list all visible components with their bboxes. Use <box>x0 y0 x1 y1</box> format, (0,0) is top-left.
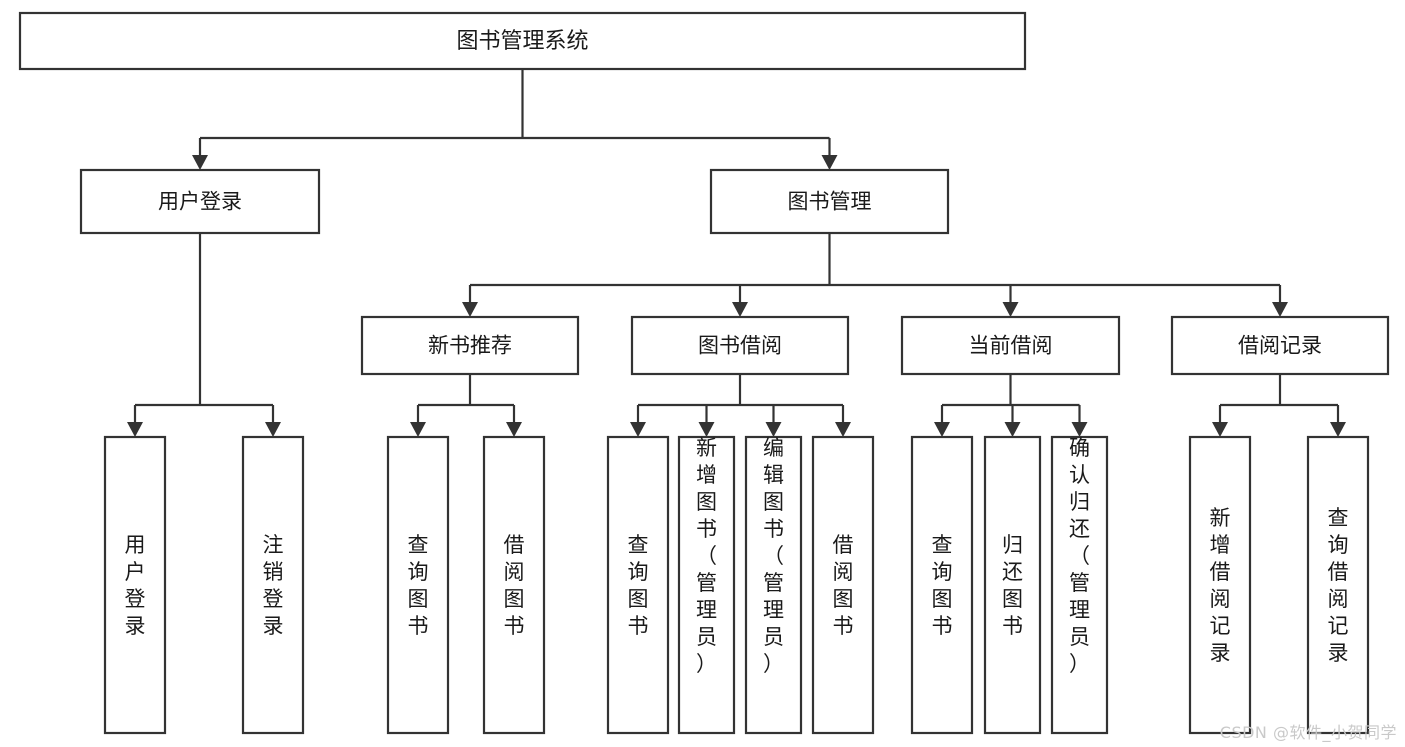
node-l4-c4[interactable]: 借阅图书 <box>811 435 875 735</box>
node-label: 借阅记录 <box>1238 334 1322 358</box>
node-l4-d3[interactable]: 确认归还（管理员） <box>1050 435 1109 735</box>
edge-group-l2-book-mgmt <box>462 233 1288 317</box>
node-box <box>900 315 1121 376</box>
arrowhead <box>934 422 950 437</box>
arrowhead <box>630 422 646 437</box>
node-box <box>1306 435 1370 735</box>
node-label: 查询图书 <box>932 533 953 638</box>
node-box <box>1188 435 1252 735</box>
node-box <box>811 435 875 735</box>
node-label: 查询图书 <box>628 533 649 638</box>
node-label: 注销登录 <box>263 533 284 638</box>
arrowhead <box>821 155 838 170</box>
node-label: 查询借阅记录 <box>1328 506 1349 665</box>
node-l4-e1[interactable]: 新增借阅记录 <box>1188 435 1252 735</box>
node-label: 新书推荐 <box>428 334 512 358</box>
node-label: 查询图书 <box>408 533 429 638</box>
node-l4-b2[interactable]: 借阅图书 <box>482 435 546 735</box>
node-box <box>18 11 1027 71</box>
node-box <box>482 435 546 735</box>
arrowhead <box>698 422 715 437</box>
node-label: 编辑图书（管理员） <box>763 436 784 676</box>
arrowhead <box>1071 422 1088 437</box>
edge-group-l3-borrow <box>630 374 851 437</box>
arrowhead <box>732 302 748 317</box>
node-l4-b1[interactable]: 查询图书 <box>386 435 450 735</box>
node-l3-current[interactable]: 当前借阅 <box>900 315 1121 376</box>
node-label: 图书借阅 <box>698 334 782 358</box>
arrowhead <box>1212 422 1228 437</box>
arrowhead <box>127 422 143 437</box>
edges-layer <box>127 69 1346 437</box>
node-label: 用户登录 <box>125 533 146 638</box>
edge-group-l3-record <box>1212 374 1346 437</box>
node-box <box>606 435 670 735</box>
arrowhead <box>462 302 478 317</box>
node-box <box>386 435 450 735</box>
node-l2-user-login[interactable]: 用户登录 <box>79 168 321 235</box>
arrowhead <box>1330 422 1346 437</box>
node-box <box>103 435 167 735</box>
node-label: 当前借阅 <box>969 334 1053 358</box>
node-l4-d2[interactable]: 归还图书 <box>983 435 1042 735</box>
arrowhead <box>410 422 426 437</box>
node-l3-borrow[interactable]: 图书借阅 <box>630 315 850 376</box>
arrowhead <box>835 422 851 437</box>
node-label: 借阅图书 <box>833 533 854 638</box>
node-label: 用户登录 <box>158 190 242 214</box>
node-root[interactable]: 图书管理系统 <box>18 11 1027 71</box>
node-label: 图书管理 <box>788 190 872 214</box>
edge-group-l2-user-login <box>127 233 281 437</box>
arrowhead <box>765 422 782 437</box>
node-l4-a1[interactable]: 用户登录 <box>103 435 167 735</box>
node-l4-d1[interactable]: 查询图书 <box>910 435 974 735</box>
arrowhead <box>1002 302 1019 317</box>
node-box <box>79 168 321 235</box>
node-box <box>1050 435 1109 735</box>
node-box <box>360 315 580 376</box>
arrowhead <box>1272 302 1288 317</box>
node-box <box>1170 315 1390 376</box>
node-box <box>709 168 950 235</box>
arrowhead <box>506 422 522 437</box>
node-box <box>744 435 803 735</box>
edge-group-root <box>192 69 838 170</box>
node-box <box>983 435 1042 735</box>
node-label: 确认归还（管理员） <box>1069 436 1090 676</box>
node-box <box>910 435 974 735</box>
node-label: 新增借阅记录 <box>1210 506 1231 665</box>
node-label: 新增图书（管理员） <box>696 436 717 676</box>
node-l4-c2[interactable]: 新增图书（管理员） <box>677 435 736 735</box>
node-l4-e2[interactable]: 查询借阅记录 <box>1306 435 1370 735</box>
edge-group-l3-new-book <box>410 374 522 437</box>
node-box <box>241 435 305 735</box>
node-label: 图书管理系统 <box>456 29 588 54</box>
node-l4-c1[interactable]: 查询图书 <box>606 435 670 735</box>
node-l4-c3[interactable]: 编辑图书（管理员） <box>744 435 803 735</box>
arrowhead <box>192 155 208 170</box>
node-label: 借阅图书 <box>504 533 525 638</box>
node-l4-a2[interactable]: 注销登录 <box>241 435 305 735</box>
node-label: 归还图书 <box>1002 533 1023 638</box>
arrowhead <box>1004 422 1021 437</box>
edge-group-l3-current <box>934 374 1088 437</box>
node-box <box>630 315 850 376</box>
node-l3-record[interactable]: 借阅记录 <box>1170 315 1390 376</box>
node-l3-new-book[interactable]: 新书推荐 <box>360 315 580 376</box>
node-box <box>677 435 736 735</box>
arrowhead <box>265 422 281 437</box>
node-l2-book-mgmt[interactable]: 图书管理 <box>709 168 950 235</box>
nodes-layer: 图书管理系统用户登录图书管理新书推荐图书借阅当前借阅借阅记录用户登录注销登录查询… <box>18 11 1390 735</box>
